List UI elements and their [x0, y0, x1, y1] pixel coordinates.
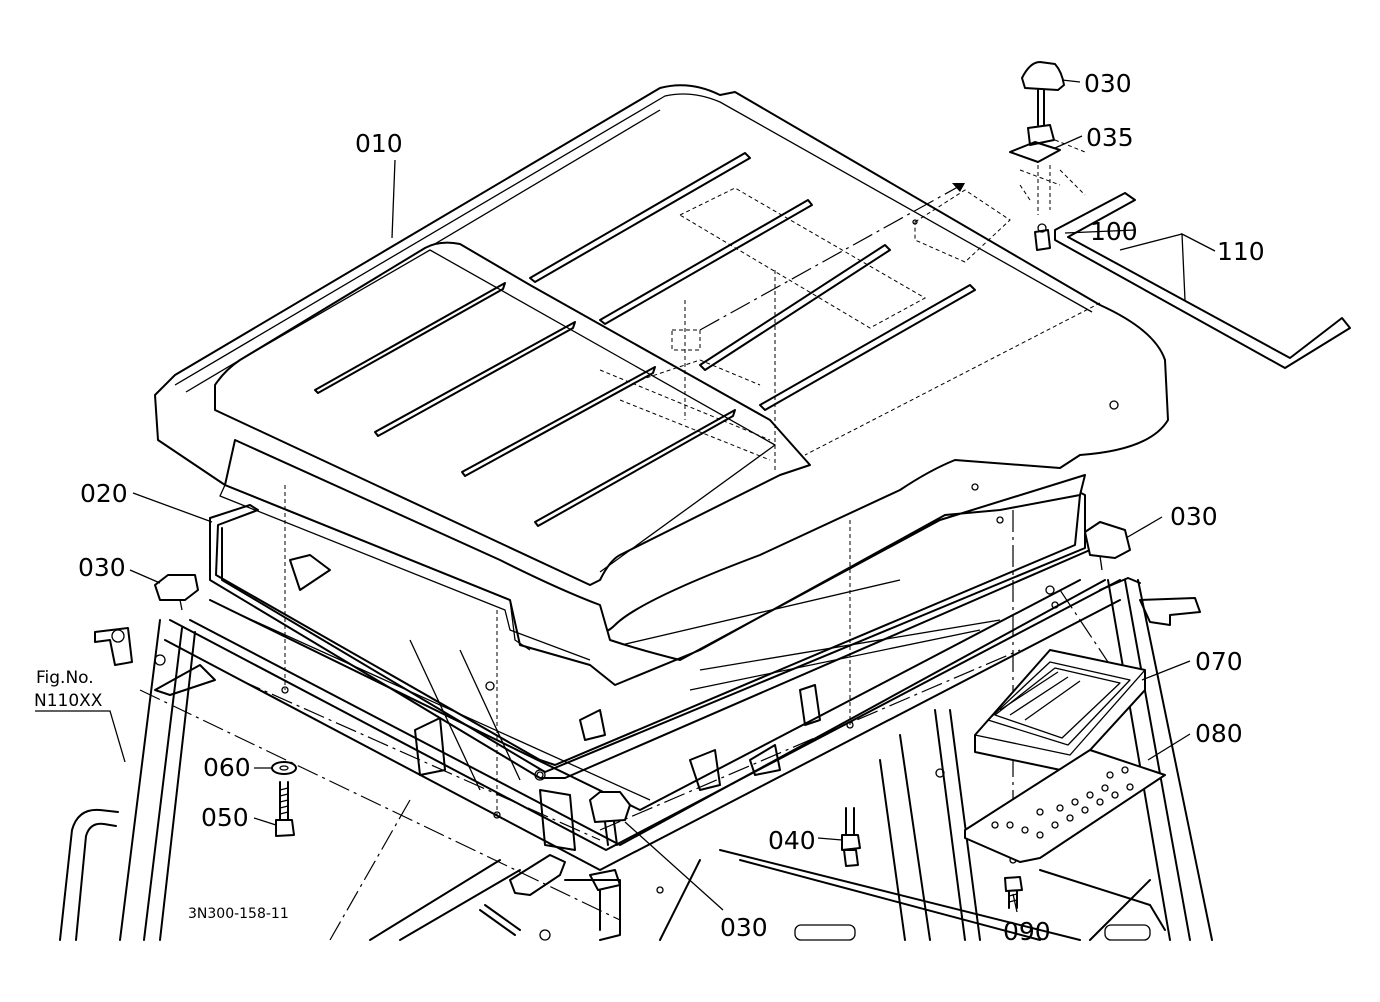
label-010: 010 [355, 129, 403, 158]
label-060: 060 [203, 753, 251, 782]
label-030-left: 030 [78, 553, 126, 582]
roof-panel-010 [154, 84, 1169, 864]
label-070: 070 [1195, 647, 1243, 676]
bolt-090 [1004, 876, 1023, 909]
label-040: 040 [768, 826, 816, 855]
leader-lines [35, 79, 1216, 913]
figure-ref-line1: Fig.No. [36, 668, 94, 688]
cap-030-left [154, 574, 199, 611]
cap-030-right [1084, 521, 1131, 571]
hinge-035 [1009, 124, 1086, 215]
label-030-bottom: 030 [720, 913, 768, 942]
label-050: 050 [201, 803, 249, 832]
label-100: 100 [1090, 217, 1138, 246]
washer-060 [271, 761, 297, 775]
figure-ref-line2: N110XX [34, 691, 103, 711]
label-035: 035 [1086, 123, 1134, 152]
gasket-020 [209, 489, 1091, 779]
label-090: 090 [1003, 917, 1051, 946]
label-020: 020 [80, 479, 128, 508]
screw-100 [1034, 223, 1051, 251]
bolt-050 [275, 781, 295, 837]
drawing-code: 3N300-158-11 [188, 906, 289, 922]
label-110: 110 [1217, 237, 1265, 266]
cap-030-top [1021, 61, 1065, 126]
cab-frame [59, 554, 1213, 941]
label-030-right: 030 [1170, 502, 1218, 531]
figure-reference: Fig.No. N110XX [34, 668, 103, 711]
cap-030-bottom [589, 791, 631, 846]
lamp-070 [974, 649, 1146, 773]
label-030-top: 030 [1084, 69, 1132, 98]
bracket-080 [964, 749, 1166, 863]
bolt-040 [841, 807, 861, 867]
callout-labels: 010 020 030 030 035 100 110 030 070 080 … [78, 69, 1265, 946]
label-080: 080 [1195, 719, 1243, 748]
strip-110 [1054, 192, 1351, 369]
